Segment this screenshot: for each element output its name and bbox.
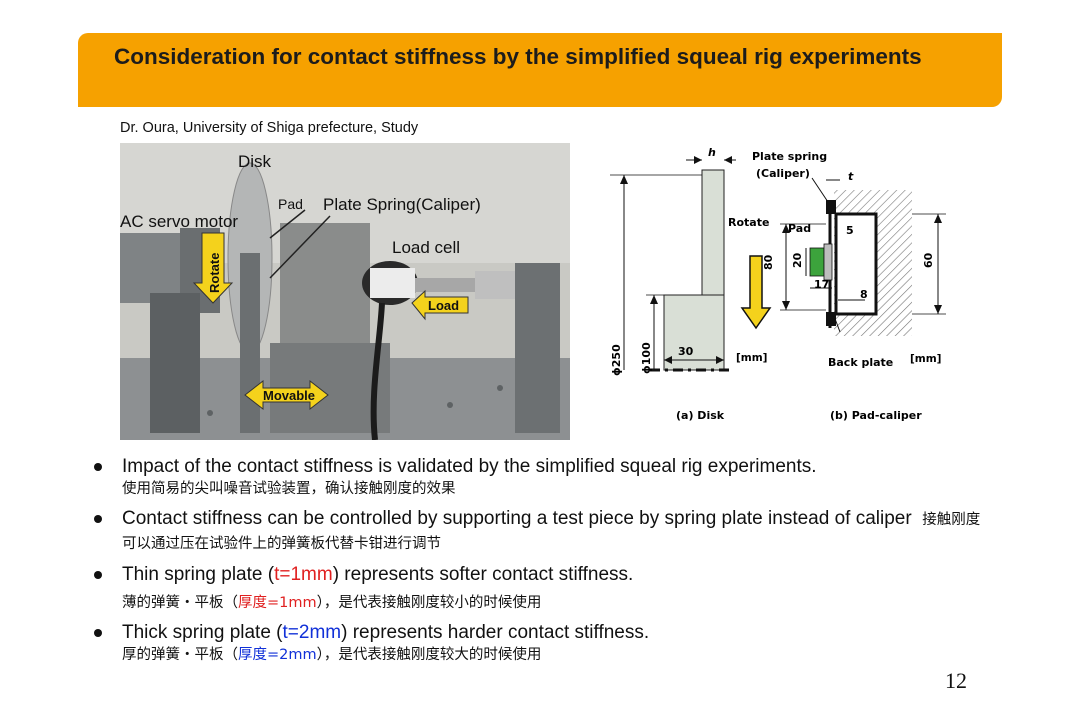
label-pad-diagram: Pad <box>788 222 811 235</box>
dim-20: 20 <box>791 252 804 268</box>
dim-t: t <box>848 170 854 183</box>
label-load: Load <box>428 298 459 313</box>
dim-30: 30 <box>678 345 694 358</box>
bullet-item: Contact stiffness can be controlled by s… <box>92 507 992 555</box>
bullet-text-en: Impact of the contact stiffness is valid… <box>122 456 817 477</box>
label-load-cell: Load cell <box>392 238 460 257</box>
bullet-text-zh: 使用简易的尖叫噪音试验装置，确认接触刚度的效果 <box>122 481 456 497</box>
dim-60: 60 <box>922 252 935 268</box>
bullet-text-en: Thick spring plate (t=2mm) represents ha… <box>122 622 650 643</box>
label-pad: Pad <box>278 196 303 212</box>
bullet-text-zh: 接触刚度可以通过压在试验件上的弹簧板代替卡钳进行调节 <box>122 512 981 552</box>
bullet-item: Thick spring plate (t=2mm) represents ha… <box>92 621 992 665</box>
credit-line: Dr. Oura, University of Shiga prefecture… <box>120 120 419 136</box>
bullet-item: Impact of the contact stiffness is valid… <box>92 455 992 499</box>
bullet-text-en: Thin spring plate (t=1mm) represents sof… <box>122 564 634 585</box>
thickness-highlight-zh: 厚度=1mm <box>238 595 317 611</box>
caption-a: (a) Disk <box>676 409 725 422</box>
dim-80: 80 <box>762 254 775 270</box>
dim-phi250: ϕ250 <box>610 344 623 376</box>
unit-a: [mm] <box>736 352 767 364</box>
rig-photo: Disk AC servo motor Pad Plate Spring(Cal… <box>120 143 570 440</box>
label-movable: Movable <box>263 388 315 403</box>
label-ac-servo: AC servo motor <box>120 212 238 231</box>
bullet-dot <box>94 629 102 637</box>
dim-5: 5 <box>846 224 854 237</box>
caption-b: (b) Pad-caliper <box>830 409 922 422</box>
bullet-text-zh: 厚的弹簧・平板（厚度=2mm），是代表接触刚度较大的时候使用 <box>122 647 542 663</box>
label-plate-spring-diagram: Plate spring <box>752 150 827 163</box>
bullet-dot <box>94 571 102 579</box>
thickness-highlight: t=2mm <box>282 622 342 643</box>
label-rotate-diagram: Rotate <box>728 216 769 229</box>
bullet-text-en: Contact stiffness can be controlled by s… <box>122 508 981 552</box>
dim-8: 8 <box>860 288 868 301</box>
label-plate-spring: Plate Spring(Caliper) <box>323 195 481 214</box>
bullet-list: Impact of the contact stiffness is valid… <box>92 455 992 665</box>
label-rotate: Rotate <box>207 253 222 293</box>
unit-b: [mm] <box>910 353 941 365</box>
thickness-highlight: t=1mm <box>274 564 333 585</box>
label-caliper-diagram: (Caliper) <box>756 167 810 180</box>
bullet-dot <box>94 515 102 523</box>
label-disk: Disk <box>238 152 272 171</box>
dim-17: 17 <box>814 278 829 291</box>
bullet-text-zh: 薄的弹簧・平板（厚度=1mm），是代表接触刚度较小的时候使用 <box>122 595 542 611</box>
title-bar: Consideration for contact stiffness by t… <box>78 33 1002 107</box>
dim-h: h <box>708 146 716 159</box>
bullet-dot <box>94 463 102 471</box>
disk-caliper-diagram: h ϕ250 ϕ100 30 [mm] (a) Disk Plate sprin… <box>610 146 946 422</box>
slide-title: Consideration for contact stiffness by t… <box>114 44 922 69</box>
page-number: 12 <box>945 668 967 693</box>
dim-phi100: ϕ100 <box>640 342 653 374</box>
bullet-item: Thin spring plate (t=1mm) represents sof… <box>92 563 992 613</box>
thickness-highlight-zh: 厚度=2mm <box>238 647 317 663</box>
label-back-plate: Back plate <box>828 356 893 369</box>
